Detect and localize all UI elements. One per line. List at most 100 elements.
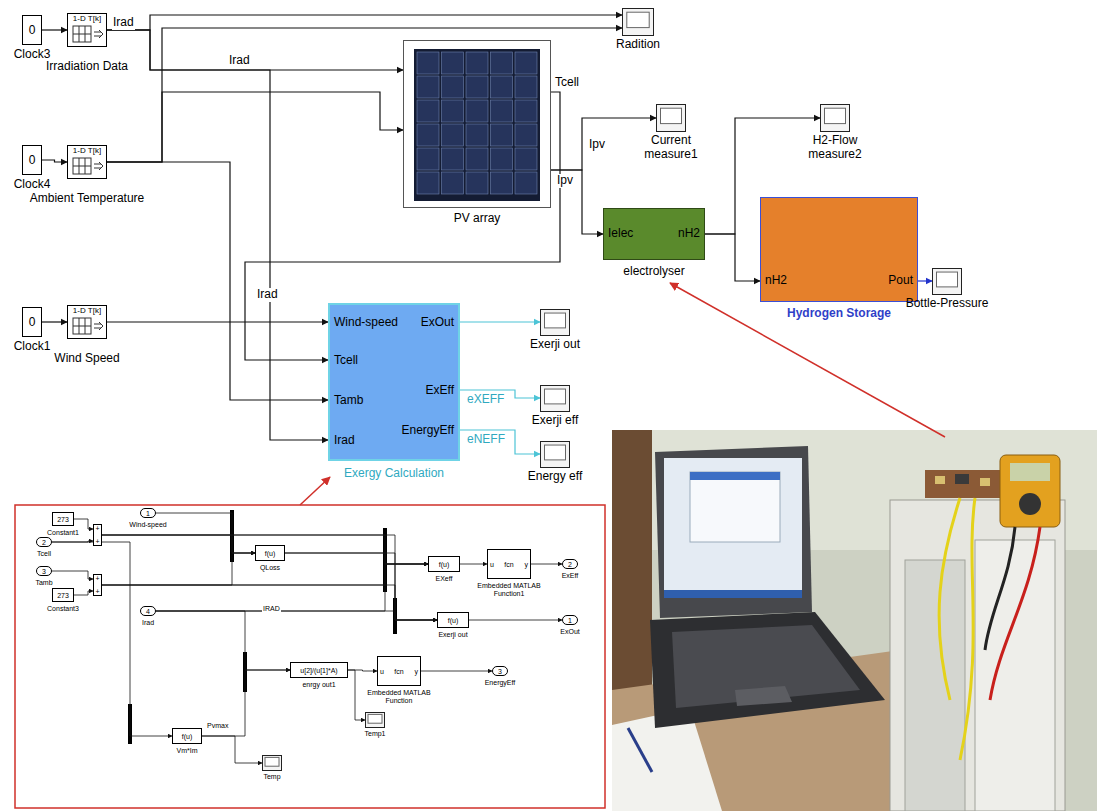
signal-line xyxy=(156,564,428,611)
port-label: y xyxy=(525,561,529,568)
signal-label: Ipv xyxy=(556,174,574,188)
callout-arrow xyxy=(670,283,945,437)
block-name: Exergy Calculation xyxy=(344,467,444,481)
function-block: f(u)QLoss xyxy=(255,545,285,561)
rect-shape xyxy=(515,148,537,170)
block-value: 1 xyxy=(146,510,150,517)
callout-arrow xyxy=(300,477,330,505)
matlab-function-block: ufcnyEmbedded MATLAB Function xyxy=(377,656,421,686)
rect-shape xyxy=(491,172,513,194)
rect-shape xyxy=(541,310,570,336)
signal-label: eNEFF xyxy=(466,433,506,447)
block-name: Exerji out xyxy=(438,631,467,639)
block-name: Ambient Temperature xyxy=(30,192,145,206)
block-value: 3 xyxy=(42,568,46,575)
scope-icon xyxy=(656,104,686,132)
signal-label: Irad xyxy=(112,16,135,30)
signal-line xyxy=(102,564,428,585)
scope-block: Current measure1 xyxy=(656,104,686,132)
block-name: ExEff xyxy=(562,572,579,580)
port-block: 2ExEff xyxy=(562,559,578,569)
port-block: 1Wind-speed xyxy=(140,508,156,518)
rect-shape xyxy=(627,12,649,27)
block-name: H2-Flow measure2 xyxy=(800,134,870,162)
block-value: u[2]/(u[1]*A) xyxy=(300,667,337,674)
line-shape xyxy=(73,166,91,167)
block-name: EnergyEff xyxy=(485,679,516,687)
block-name: Hydrogen Storage xyxy=(787,307,891,321)
scope-block: Exerji out xyxy=(540,309,570,336)
rect-shape xyxy=(491,76,513,98)
block-value: fcn xyxy=(504,561,513,568)
block-name: Clock4 xyxy=(14,178,51,192)
equipment-panel xyxy=(905,560,965,811)
rect-shape xyxy=(545,445,566,460)
block-name: Constant1 xyxy=(47,529,79,537)
rect-shape xyxy=(442,124,464,146)
rect-shape xyxy=(442,100,464,122)
signal-label: Tcell xyxy=(554,76,580,90)
lookup-table-block: 1-D T[k]Ambient Temperature xyxy=(67,145,107,179)
photo-wire xyxy=(939,498,960,700)
rect-shape xyxy=(414,49,540,201)
signal-line xyxy=(102,535,437,620)
board-part xyxy=(935,476,945,484)
block-value: 3 xyxy=(498,668,502,675)
port-label: Wind-speed xyxy=(334,316,398,330)
rect-shape xyxy=(417,124,439,146)
screen-titlebar xyxy=(690,472,780,480)
photo-wire xyxy=(960,498,975,760)
sum-block: ++ xyxy=(93,574,102,596)
rect-shape xyxy=(265,757,279,766)
block-name: Wind-speed xyxy=(129,521,166,529)
rect-shape xyxy=(545,313,566,328)
laptop-keyboard xyxy=(672,625,860,708)
block-type: 1-D T[k] xyxy=(73,147,101,155)
signal-line xyxy=(421,671,492,672)
rect-shape xyxy=(491,52,513,74)
rect-shape xyxy=(657,105,686,132)
lab-photo xyxy=(612,430,1097,811)
scope-block: Bottle-Pressure xyxy=(932,268,962,295)
signal-line xyxy=(551,118,656,170)
rect-shape xyxy=(825,108,846,123)
rect-shape xyxy=(417,100,439,122)
rect-shape xyxy=(466,52,488,74)
signal-label: Irad xyxy=(256,288,279,302)
block-name: EXeff xyxy=(436,575,453,583)
port-label: Tcell xyxy=(334,354,358,368)
block-name: Current measure1 xyxy=(636,134,706,162)
block-name: Bottle-Pressure xyxy=(906,297,989,311)
rect-shape xyxy=(466,124,488,146)
signal-line xyxy=(156,611,290,670)
block-name: QLoss xyxy=(260,564,280,572)
multimeter-display xyxy=(1010,463,1050,481)
block-name: Clock1 xyxy=(14,340,51,354)
rect-shape xyxy=(404,41,551,208)
signal-line xyxy=(107,30,403,70)
block-value: f(u) xyxy=(182,733,193,740)
rect-shape xyxy=(73,318,91,334)
block-name: Embedded MATLAB Function1 xyxy=(474,582,544,598)
port-label: ExOut xyxy=(421,316,454,330)
block-value: 4 xyxy=(146,608,150,615)
laptop-touchpad xyxy=(735,686,792,706)
rect-shape xyxy=(491,148,513,170)
rect-shape xyxy=(417,52,439,74)
rect-shape xyxy=(466,100,488,122)
signal-line xyxy=(74,591,93,595)
constant-block: 273Constant3 xyxy=(52,588,74,602)
block-type: 1-D T[k] xyxy=(73,15,101,23)
rect-shape xyxy=(545,389,566,404)
signal-line xyxy=(285,553,428,564)
line-shape xyxy=(73,34,91,35)
block-value: f(u) xyxy=(439,561,450,568)
scope-icon xyxy=(540,309,570,336)
lookup-table-block: 1-D T[k]Irradiation Data xyxy=(67,13,107,47)
block-name: Radition xyxy=(616,38,660,52)
pv-array-block: PV array xyxy=(403,40,551,208)
block-value: f(u) xyxy=(265,550,276,557)
matlab-function-block: ufcnyEmbedded MATLAB Function1 xyxy=(487,549,531,579)
constant-block: 0Clock1 xyxy=(22,307,42,337)
sign-label: + xyxy=(95,588,99,595)
